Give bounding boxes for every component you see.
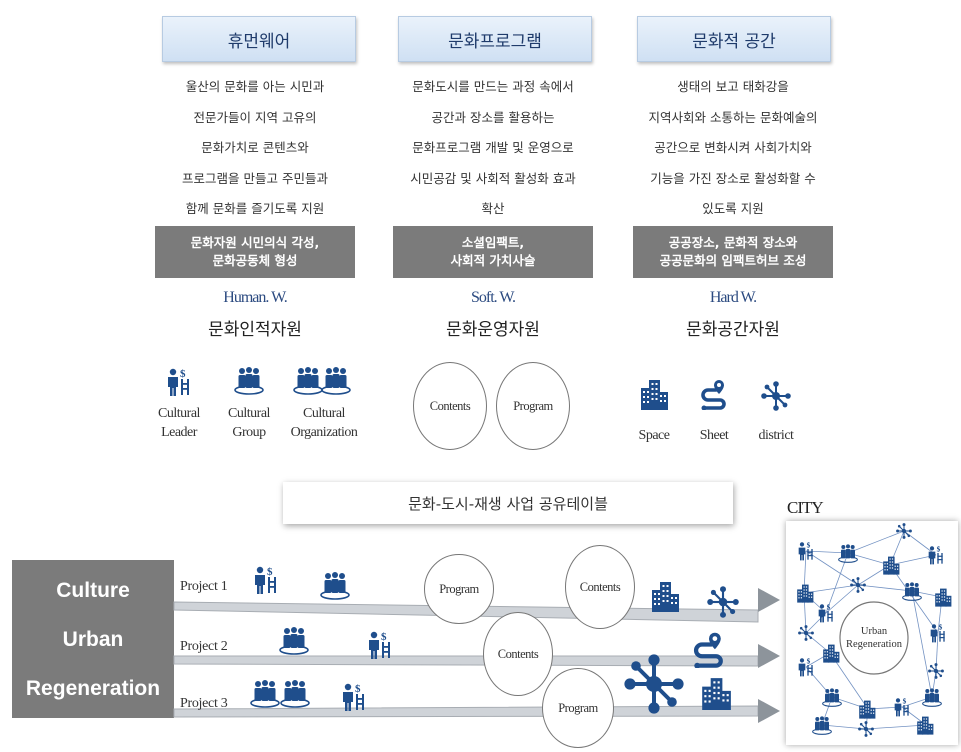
impact-line: 문화자원 시민의식 각성,	[190, 235, 320, 250]
description-line: 공간과 장소를 활용하는	[431, 109, 555, 125]
network-node-icon	[624, 654, 684, 714]
shared-table-title: 문화-도시-재생 사업 공유테이블	[283, 482, 733, 524]
kr-label-human: 문화인적자원	[208, 320, 302, 340]
project-1-program-circle: Program	[424, 554, 494, 624]
culture-urban-regeneration-box: Culture Urban Regeneration	[12, 560, 174, 718]
leader-icon	[368, 630, 392, 660]
caption-line: Cultural	[228, 406, 270, 421]
arrow-head-3	[758, 699, 780, 723]
impact-line: 소셜임팩트,	[461, 235, 525, 250]
arrow-head-1	[758, 588, 780, 612]
column-header-program: 문화프로그램	[398, 16, 592, 62]
city-network-box: Urban Regeneration	[786, 521, 958, 745]
description-line: 문화도시를 만드는 과정 속에서	[412, 79, 574, 94]
city-network: Urban Regeneration	[797, 523, 952, 737]
icon-caption-district: district	[758, 428, 794, 443]
column-description-humanware: 울산의 문화를 아는 시민과 전문가들이 지역 고유의 문화가치로 콘텐츠와 프…	[155, 72, 355, 225]
organization-icon	[250, 679, 310, 708]
description-line: 지역사회와 소통하는 문화예술의	[648, 109, 818, 125]
project-1-contents-circle: Contents	[565, 545, 635, 629]
description-line: 공간으로 변화시켜 사회가치와	[654, 140, 812, 155]
cur-line: Regeneration	[25, 676, 161, 700]
description-line: 있도록 지원	[702, 201, 764, 216]
description-line: 시민공감 및 사회적 활성화 효과	[410, 170, 576, 186]
cur-line: Culture	[56, 578, 130, 602]
caption-line: Cultural	[158, 406, 200, 421]
leader-icon	[254, 565, 278, 595]
description-line: 전문가들이 지역 고유의	[193, 109, 317, 125]
cur-line: Urban	[62, 627, 124, 651]
group-icon	[279, 625, 309, 655]
description-line: 기능을 가진 장소로 활성화할 수	[650, 170, 816, 186]
program-circle: Program	[496, 362, 570, 450]
column-description-space: 생태의 보고 태화강을 지역사회와 소통하는 문화예술의 공간으로 변화시켜 사…	[633, 72, 833, 225]
w-label-hard: Hard W.	[709, 289, 757, 306]
building-icon	[700, 676, 732, 710]
description-line: 함께 문화를 즐기도록 지원	[185, 201, 325, 216]
w-label-soft: Soft. W.	[470, 289, 516, 306]
icon-caption-sheet: Sheet	[699, 428, 729, 443]
icon-caption-leader: Cultural Leader	[149, 404, 209, 442]
impact-box-program: 소셜임팩트, 사회적 가치사슬	[393, 226, 593, 278]
kr-label-soft: 문화운영자원	[446, 320, 540, 340]
project-3-label: Project 3	[180, 696, 228, 711]
impact-line: 공공문화의 임팩트허브 조성	[659, 253, 807, 268]
impact-box-humanware: 문화자원 시민의식 각성, 문화공동체 형성	[155, 226, 355, 278]
project-3-program-circle: Program	[542, 668, 614, 748]
network-node-icon	[707, 586, 739, 618]
description-line: 울산의 문화를 아는 시민과	[185, 79, 325, 94]
arrow-head-2	[758, 644, 780, 668]
description-line: 생태의 보고 태화강을	[677, 79, 789, 94]
project-2-contents-circle: Contents	[483, 612, 553, 696]
kr-label-hard: 문화공간자원	[686, 320, 780, 340]
impact-line: 공공장소, 문화적 장소와	[668, 235, 798, 250]
urban-regeneration-circle	[839, 601, 909, 675]
description-line: 문화프로그램 개발 및 운영으로	[412, 140, 574, 155]
city-center-line: Regeneration	[846, 639, 903, 650]
route-pin-icon	[691, 628, 727, 668]
icon-caption-organization: Cultural Organization	[284, 404, 364, 442]
caption-line: Leader	[161, 425, 197, 440]
description-line: 확산	[481, 201, 505, 216]
project-1-label: Project 1	[180, 579, 228, 594]
caption-line: Group	[232, 425, 266, 440]
icon-caption-space: Space	[638, 428, 670, 443]
city-label: CITY	[787, 498, 824, 517]
project-2-label: Project 2	[180, 639, 228, 654]
contents-circle: Contents	[413, 362, 487, 450]
description-line: 프로그램을 만들고 주민들과	[182, 170, 328, 186]
impact-box-space: 공공장소, 문화적 장소와 공공문화의 임팩트허브 조성	[633, 226, 833, 278]
column-header-humanware: 휴먼웨어	[162, 16, 356, 62]
group-icon	[320, 570, 350, 600]
w-label-human: Human. W.	[223, 289, 287, 306]
icon-caption-group: Cultural Group	[219, 404, 279, 442]
impact-line: 문화공동체 형성	[212, 253, 298, 268]
caption-line: Organization	[290, 425, 358, 440]
caption-line: Cultural	[303, 406, 345, 421]
impact-line: 사회적 가치사슬	[450, 253, 536, 268]
column-description-program: 문화도시를 만드는 과정 속에서 공간과 장소를 활용하는 문화프로그램 개발 …	[393, 72, 593, 225]
leader-icon	[342, 682, 366, 712]
city-center-line: Urban	[861, 626, 888, 637]
building-icon	[650, 580, 680, 612]
description-line: 문화가치로 콘텐츠와	[201, 140, 309, 155]
column-header-space: 문화적 공간	[637, 16, 831, 62]
